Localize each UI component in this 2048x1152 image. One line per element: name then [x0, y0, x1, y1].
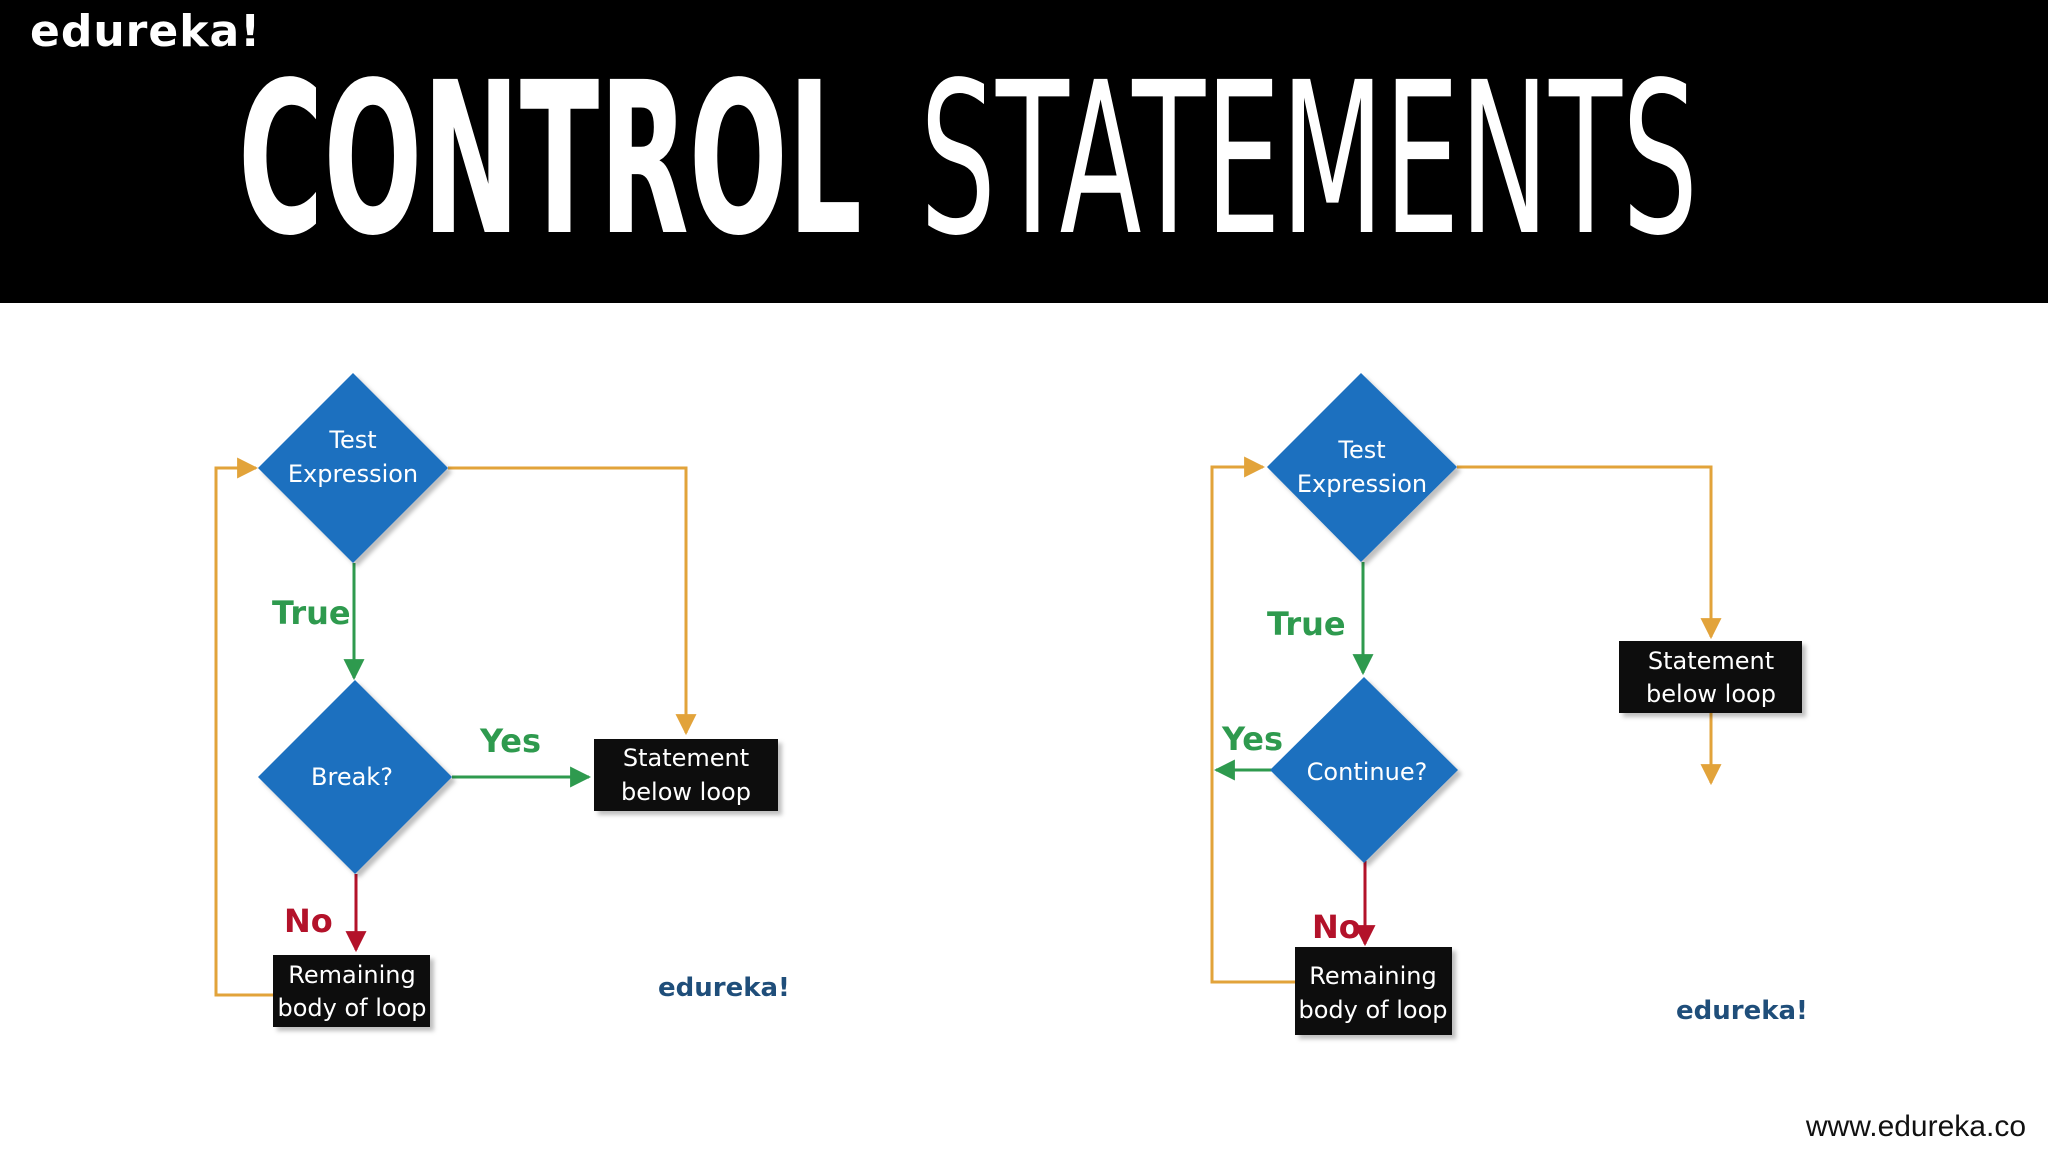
break-no-label: No [284, 902, 333, 940]
break-test-diamond [258, 373, 448, 563]
continue-decision-label: Continue? [1307, 758, 1428, 786]
break-exit-connector [448, 466, 697, 736]
continue-statement-line2: below loop [1646, 680, 1776, 708]
continue-true-label: True [1267, 605, 1346, 643]
continue-test-diamond [1267, 373, 1457, 562]
break-watermark: edureka! [658, 973, 790, 1003]
page-title: CONTROL STATEMENTS [0, 50, 2048, 250]
break-body-box [273, 955, 430, 1027]
break-flowchart: Test Expression Break? Statement below l… [214, 373, 790, 1027]
continue-flowchart: Test Expression Continue? Statement belo… [1210, 373, 1808, 1035]
continue-body-line2: body of loop [1298, 996, 1447, 1024]
continue-statement-box [1619, 641, 1802, 713]
continue-test-line2: Expression [1297, 470, 1427, 498]
break-decision-label: Break? [311, 763, 393, 791]
break-statement-line1: Statement [623, 744, 749, 772]
break-statement-box [594, 739, 778, 811]
continue-exit-connector [1457, 465, 1722, 640]
break-test-line2: Expression [288, 460, 418, 488]
flowcharts-svg: Test Expression Break? Statement below l… [214, 373, 1808, 1035]
break-body-line2: body of loop [277, 994, 426, 1022]
continue-body-box [1295, 947, 1452, 1035]
break-test-line1: Test [328, 426, 376, 454]
continue-decision-diamond [1270, 677, 1458, 863]
break-true-label: True [272, 594, 351, 632]
title-bold: CONTROL [238, 50, 862, 250]
title-svg: CONTROL STATEMENTS [238, 50, 1698, 250]
break-decision-diamond [258, 680, 452, 874]
break-statement-line2: below loop [621, 778, 751, 806]
continue-body-line1: Remaining [1309, 962, 1436, 990]
continue-yes-label: Yes [1221, 720, 1283, 758]
flowchart-area: Test Expression Break? Statement below l… [0, 303, 2048, 1123]
header-bar: edureka! CONTROL STATEMENTS [0, 0, 2048, 303]
brand-logo: edureka! [30, 6, 262, 57]
continue-test-line1: Test [1337, 436, 1385, 464]
continue-no-label: No [1312, 908, 1361, 946]
continue-loopback-connector [1210, 456, 1295, 984]
title-light: STATEMENTS [920, 50, 1698, 250]
continue-watermark: edureka! [1676, 996, 1808, 1026]
break-loopback-connector [214, 457, 273, 997]
break-yes-label: Yes [479, 722, 541, 760]
continue-statement-line1: Statement [1648, 647, 1774, 675]
break-body-line1: Remaining [288, 961, 415, 989]
footer-url: www.edureka.co [1805, 1110, 2026, 1143]
